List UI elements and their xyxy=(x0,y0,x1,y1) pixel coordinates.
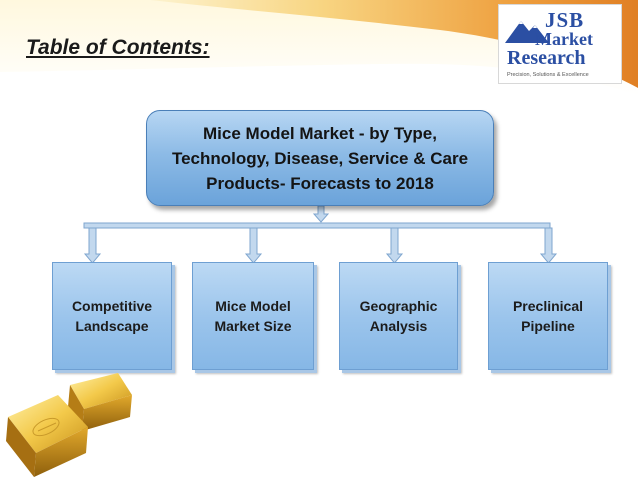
child-arrow-2 xyxy=(244,227,263,264)
child-arrow-4 xyxy=(539,227,558,264)
root-node-label: Mice Model Market - by Type, Technology,… xyxy=(171,123,469,193)
mountain-logo-icon xyxy=(505,21,549,43)
logo-line3: Research xyxy=(507,47,586,69)
root-arrow xyxy=(312,205,330,223)
child-arrow-3 xyxy=(385,227,404,264)
node-preclinical-pipeline: Preclinical Pipeline xyxy=(488,262,608,370)
company-logo: JSB Market Research Precision, Solutions… xyxy=(498,4,622,84)
node-label: Preclinical Pipeline xyxy=(512,298,584,334)
page-title: Table of Contents: xyxy=(26,36,210,59)
node-label: Geographic Analysis xyxy=(359,298,438,334)
logo-tagline: Precision, Solutions & Excellence xyxy=(507,72,589,78)
node-market-size: Mice Model Market Size xyxy=(192,262,314,370)
node-label: Competitive Landscape xyxy=(71,298,153,334)
logo-line1: JSB xyxy=(545,8,585,32)
gold-bars-icon xyxy=(6,373,132,477)
node-competitive-landscape: Competitive Landscape xyxy=(52,262,172,370)
node-geographic-analysis: Geographic Analysis xyxy=(339,262,458,370)
root-node: Mice Model Market - by Type, Technology,… xyxy=(146,110,494,206)
child-arrow-1 xyxy=(83,227,102,264)
logo-line2: Market xyxy=(535,29,593,49)
horizontal-connector xyxy=(83,222,551,229)
node-label: Mice Model Market Size xyxy=(214,298,292,334)
